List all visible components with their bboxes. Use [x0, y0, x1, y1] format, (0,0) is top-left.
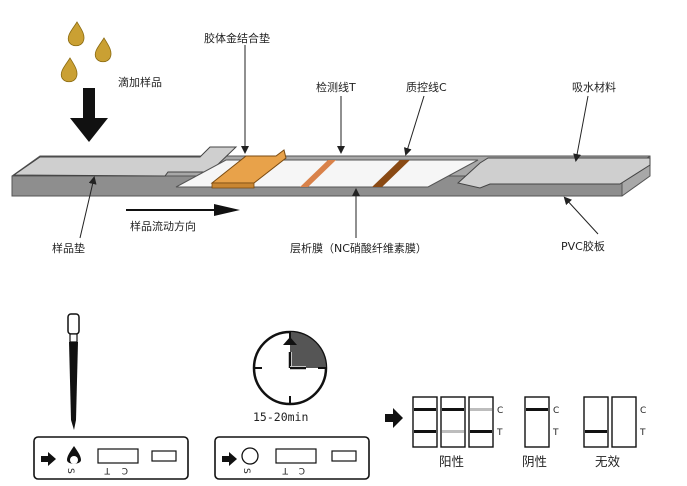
result-positive [412, 396, 494, 448]
label-membrane: 层析膜（NC硝酸纤维素膜） [290, 241, 427, 255]
label-sample-add: 滴加样品 [118, 75, 162, 89]
result-positive-label: 阳性 [439, 454, 464, 469]
positive-c-label: C [497, 406, 503, 416]
control-line [372, 160, 410, 187]
label-pvc-board: PVC胶板 [561, 239, 605, 253]
test-cassette-2 [214, 436, 370, 480]
label-gold-pad: 胶体金结合垫 [204, 31, 270, 45]
test-cassette-1 [33, 436, 189, 480]
cassette2-s-label: S [241, 468, 251, 474]
cassette2-t-label: T [282, 465, 289, 475]
label-sample-pad: 样品垫 [52, 241, 85, 255]
invalid-t-label: T [639, 428, 646, 438]
result-negative [524, 396, 550, 448]
test-line [300, 160, 336, 187]
label-control-line: 质控线C [406, 80, 447, 94]
invalid-c-label: C [640, 406, 646, 416]
down-arrow-icon [70, 88, 108, 142]
test-strip [11, 146, 651, 197]
clock-icon [252, 330, 328, 406]
right-arrow-icon [41, 452, 56, 466]
sample-pad [12, 146, 238, 177]
right-arrow-icon [222, 452, 237, 466]
dropper-icon [67, 313, 80, 430]
flow-arrow-icon [214, 204, 240, 216]
label-flow-direction: 样品流动方向 [130, 219, 196, 233]
timer-label: 15-20min [253, 410, 308, 424]
absorbent-pad [456, 157, 651, 189]
label-test-line: 检测线T [316, 80, 356, 94]
cassette1-s-label: S [65, 468, 75, 474]
negative-t-label: T [552, 428, 559, 438]
result-arrow-icon [385, 408, 403, 428]
positive-t-label: T [496, 428, 503, 438]
cassette1-c-label: C [122, 465, 128, 475]
label-absorbent: 吸水材料 [572, 80, 616, 94]
sample-droplets-icon [60, 21, 112, 83]
cassette1-t-label: T [104, 465, 111, 475]
cassette2-c-label: C [299, 465, 305, 475]
result-negative-label: 阴性 [522, 454, 547, 469]
negative-c-label: C [553, 406, 559, 416]
result-invalid [583, 396, 637, 448]
result-invalid-label: 无效 [595, 454, 621, 469]
